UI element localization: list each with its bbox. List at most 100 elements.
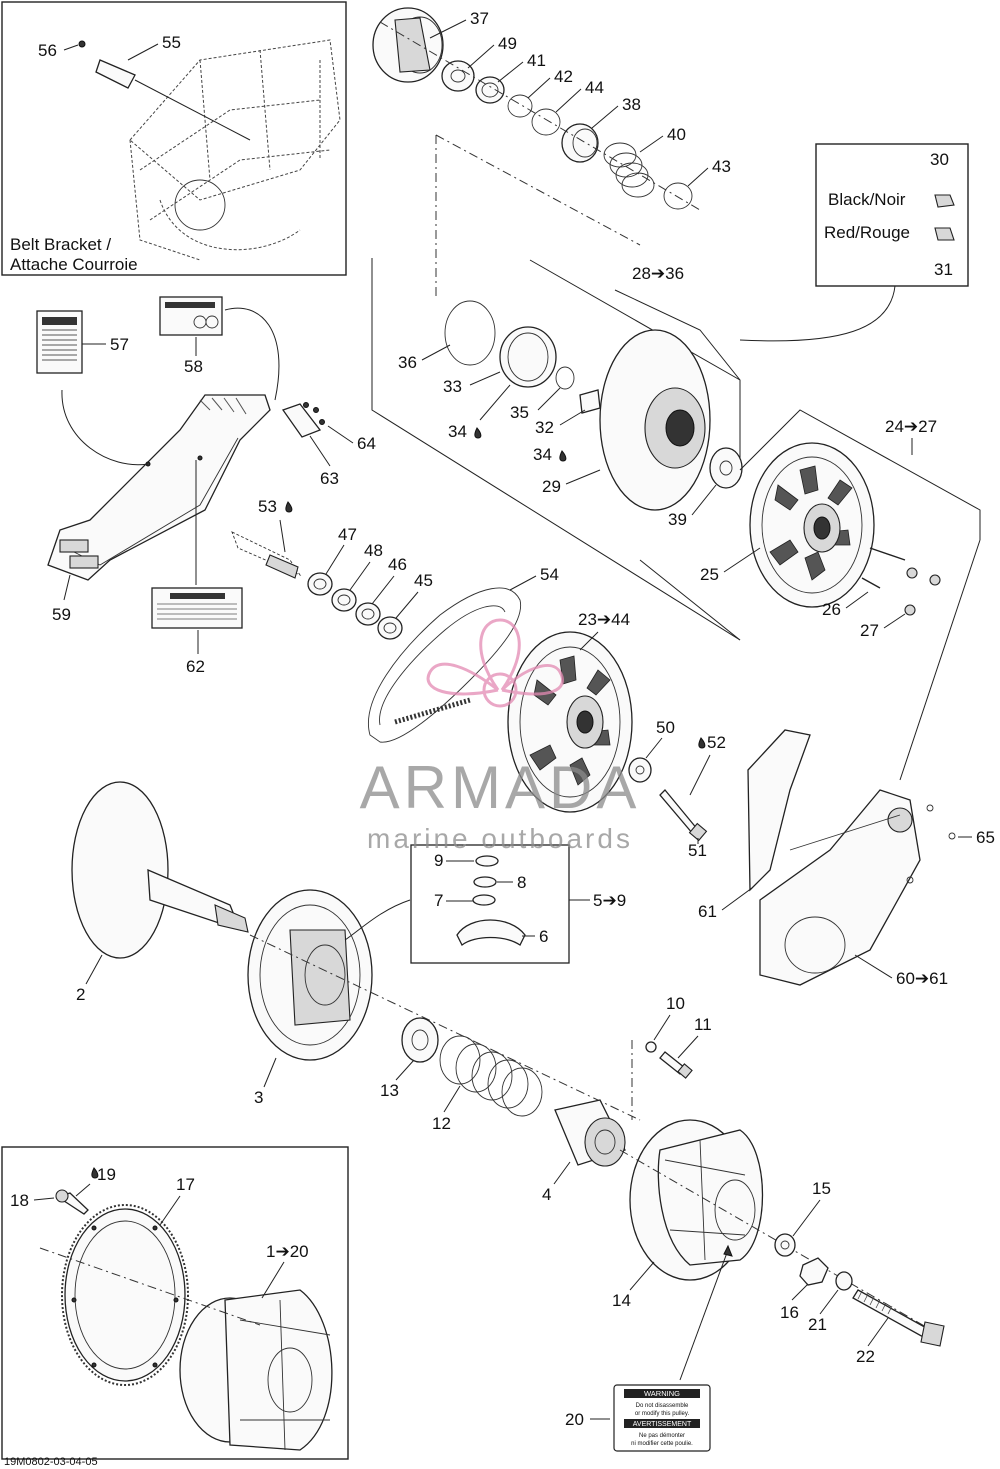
callout-43: 43 (712, 157, 731, 176)
callout-54: 54 (540, 565, 559, 584)
grease-drop-icon (285, 501, 293, 513)
avertissement-text-1: Ne pas démonter (639, 1433, 685, 1439)
callout-16: 16 (780, 1303, 799, 1322)
warning-text-2: or modify this pulley. (635, 1411, 690, 1417)
callout-14: 14 (612, 1291, 631, 1310)
callout-13: 13 (380, 1081, 399, 1100)
bracket-63 (281, 402, 325, 438)
callout-24-27: 24➔27 (885, 417, 937, 436)
watermark-brand: ARMADA (360, 754, 641, 821)
callout-31: 31 (934, 260, 953, 279)
callout-27: 27 (860, 621, 879, 640)
callout-53: 53 (258, 497, 277, 516)
avertissement-title: AVERTISSEMENT (633, 1421, 692, 1428)
callout-37: 37 (470, 9, 489, 28)
callout-26: 26 (822, 600, 841, 619)
warning-label-20: WARNING Do not disassemble or modify thi… (613, 1384, 711, 1452)
callout-59: 59 (52, 605, 71, 624)
callout-41: 41 (527, 51, 546, 70)
callout-3: 3 (254, 1088, 263, 1107)
warning-text-1: Do not disassemble (636, 1403, 689, 1409)
decal-62 (151, 587, 243, 629)
bolt-51 (659, 789, 708, 842)
callout-34a: 34 (448, 422, 467, 441)
callout-22: 22 (856, 1347, 875, 1366)
watermark-tagline: marine outboards (367, 823, 633, 854)
watermark: ARMADA marine outboards (360, 618, 641, 854)
legend-black-label: Black/Noir (828, 190, 906, 209)
callout-23-44: 23➔44 (578, 610, 630, 629)
callout-4: 4 (542, 1185, 551, 1204)
washer-21 (835, 1271, 853, 1291)
callout-38: 38 (622, 95, 641, 114)
black-clip-icon (934, 194, 955, 208)
callout-9: 9 (434, 851, 443, 870)
belt-cover-60 (747, 729, 956, 986)
driven-pulley-23 (507, 631, 633, 813)
callout-48: 48 (364, 541, 383, 560)
callout-21: 21 (808, 1315, 827, 1334)
inset-title-line1: Belt Bracket / (10, 235, 111, 254)
callout-30: 30 (930, 150, 949, 169)
callout-55: 55 (162, 33, 181, 52)
callout-15: 15 (812, 1179, 831, 1198)
callout-60-61: 60➔61 (896, 969, 948, 988)
washer-10 (645, 1041, 657, 1053)
decal-58 (159, 296, 223, 336)
callout-25: 25 (700, 565, 719, 584)
callout-65: 65 (976, 828, 995, 847)
callout-39: 39 (668, 510, 687, 529)
callout-32: 32 (535, 418, 554, 437)
kit-box-5-9 (410, 844, 570, 964)
watermark-logo-icon (426, 618, 564, 708)
color-legend-box: 30 Black/Noir Red/Rouge 31 (739, 143, 969, 342)
belt-guard-59 (47, 394, 271, 581)
callout-45: 45 (414, 571, 433, 590)
callout-40: 40 (667, 125, 686, 144)
callout-12: 12 (432, 1114, 451, 1133)
spring-12 (439, 1035, 543, 1117)
screw-11 (659, 1051, 693, 1079)
grease-drop-icon (559, 450, 567, 462)
callout-5-9: 5➔9 (593, 891, 626, 910)
drive-belt-54 (368, 587, 522, 743)
callout-34b: 34 (533, 445, 552, 464)
callout-63: 63 (320, 469, 339, 488)
callout-58: 58 (184, 357, 203, 376)
callout-46: 46 (388, 555, 407, 574)
movable-sheave-3 (247, 889, 373, 1061)
callout-7: 7 (434, 891, 443, 910)
legend-red-label: Red/Rouge (824, 223, 910, 242)
belt-bracket-inset: Belt Bracket / Attache Courroie (1, 1, 347, 276)
callout-35: 35 (510, 403, 529, 422)
callout-51: 51 (688, 841, 707, 860)
plate-13 (401, 1017, 439, 1063)
cam-stack (372, 7, 701, 211)
warning-title: WARNING (644, 1389, 680, 1398)
grease-drop-icon (698, 737, 706, 749)
callout-44: 44 (585, 78, 604, 97)
callout-42: 42 (554, 67, 573, 86)
decal-57 (36, 310, 83, 374)
callout-36: 36 (398, 353, 417, 372)
callout-50: 50 (656, 718, 675, 737)
grease-drop-icon (91, 1167, 99, 1179)
grease-drop-icon (474, 427, 482, 439)
callout-20: 20 (565, 1410, 584, 1429)
callout-8: 8 (517, 873, 526, 892)
assembly-inset-1-20 (1, 1146, 349, 1460)
washer-50 (628, 757, 652, 783)
callout-17: 17 (176, 1175, 195, 1194)
figure-code: 19M0802-03-04-05 (4, 1456, 98, 1468)
avertissement-text-2: ni modifier cette poulie. (631, 1441, 693, 1447)
callout-62: 62 (186, 657, 205, 676)
callout-52: 52 (707, 733, 726, 752)
callout-64: 64 (357, 434, 376, 453)
callout-49: 49 (498, 34, 517, 53)
fixed-sheave-2 (71, 781, 249, 959)
callout-2: 2 (76, 985, 85, 1004)
shaft-53 (231, 531, 403, 640)
callout-18: 18 (10, 1191, 29, 1210)
cam-4 (554, 1099, 626, 1167)
